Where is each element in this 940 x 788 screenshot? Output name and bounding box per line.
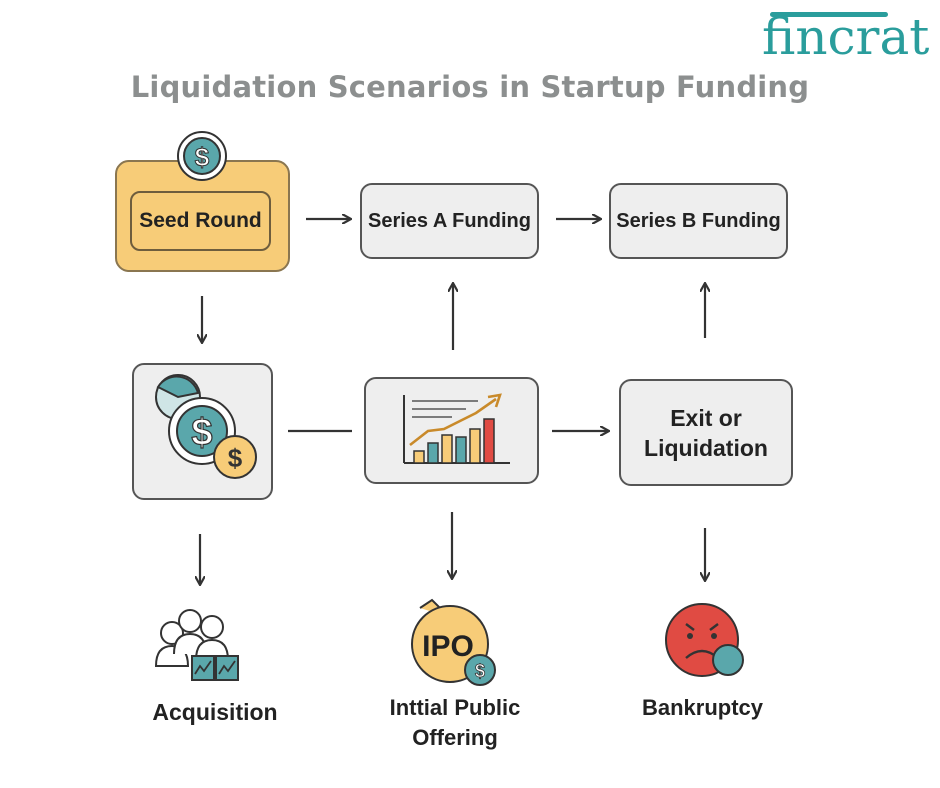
series-a-box: Series A Funding [360, 183, 539, 259]
coins-icon: $ $ [155, 374, 257, 479]
exit-label-line2: Liquidation [644, 434, 768, 461]
seed-round-label: Seed Round [130, 191, 271, 251]
ipo-label-line2: Offering [412, 725, 498, 750]
growth-chart-icon [403, 393, 510, 464]
bankruptcy-label: Bankruptcy [641, 695, 764, 720]
series-b-box: Series B Funding [609, 183, 788, 259]
logo-bar [770, 12, 888, 17]
ipo-label-line1: Inttial Public [389, 695, 521, 720]
brand-logo: fincrat [762, 8, 930, 66]
svg-text:$: $ [228, 443, 243, 473]
exit-liquidation-box: Exit or Liquidation [619, 379, 793, 486]
exit-label-line1: Exit or [670, 404, 742, 431]
funding-coins-box: $ $ [132, 363, 273, 500]
growth-chart-box [364, 377, 539, 484]
ipo-label: Inttial Public Offering [370, 693, 540, 753]
svg-text:$: $ [191, 412, 212, 454]
acquisition-label: Acquisition [152, 699, 278, 725]
page-title: Liquidation Scenarios in Startup Funding [130, 70, 810, 104]
